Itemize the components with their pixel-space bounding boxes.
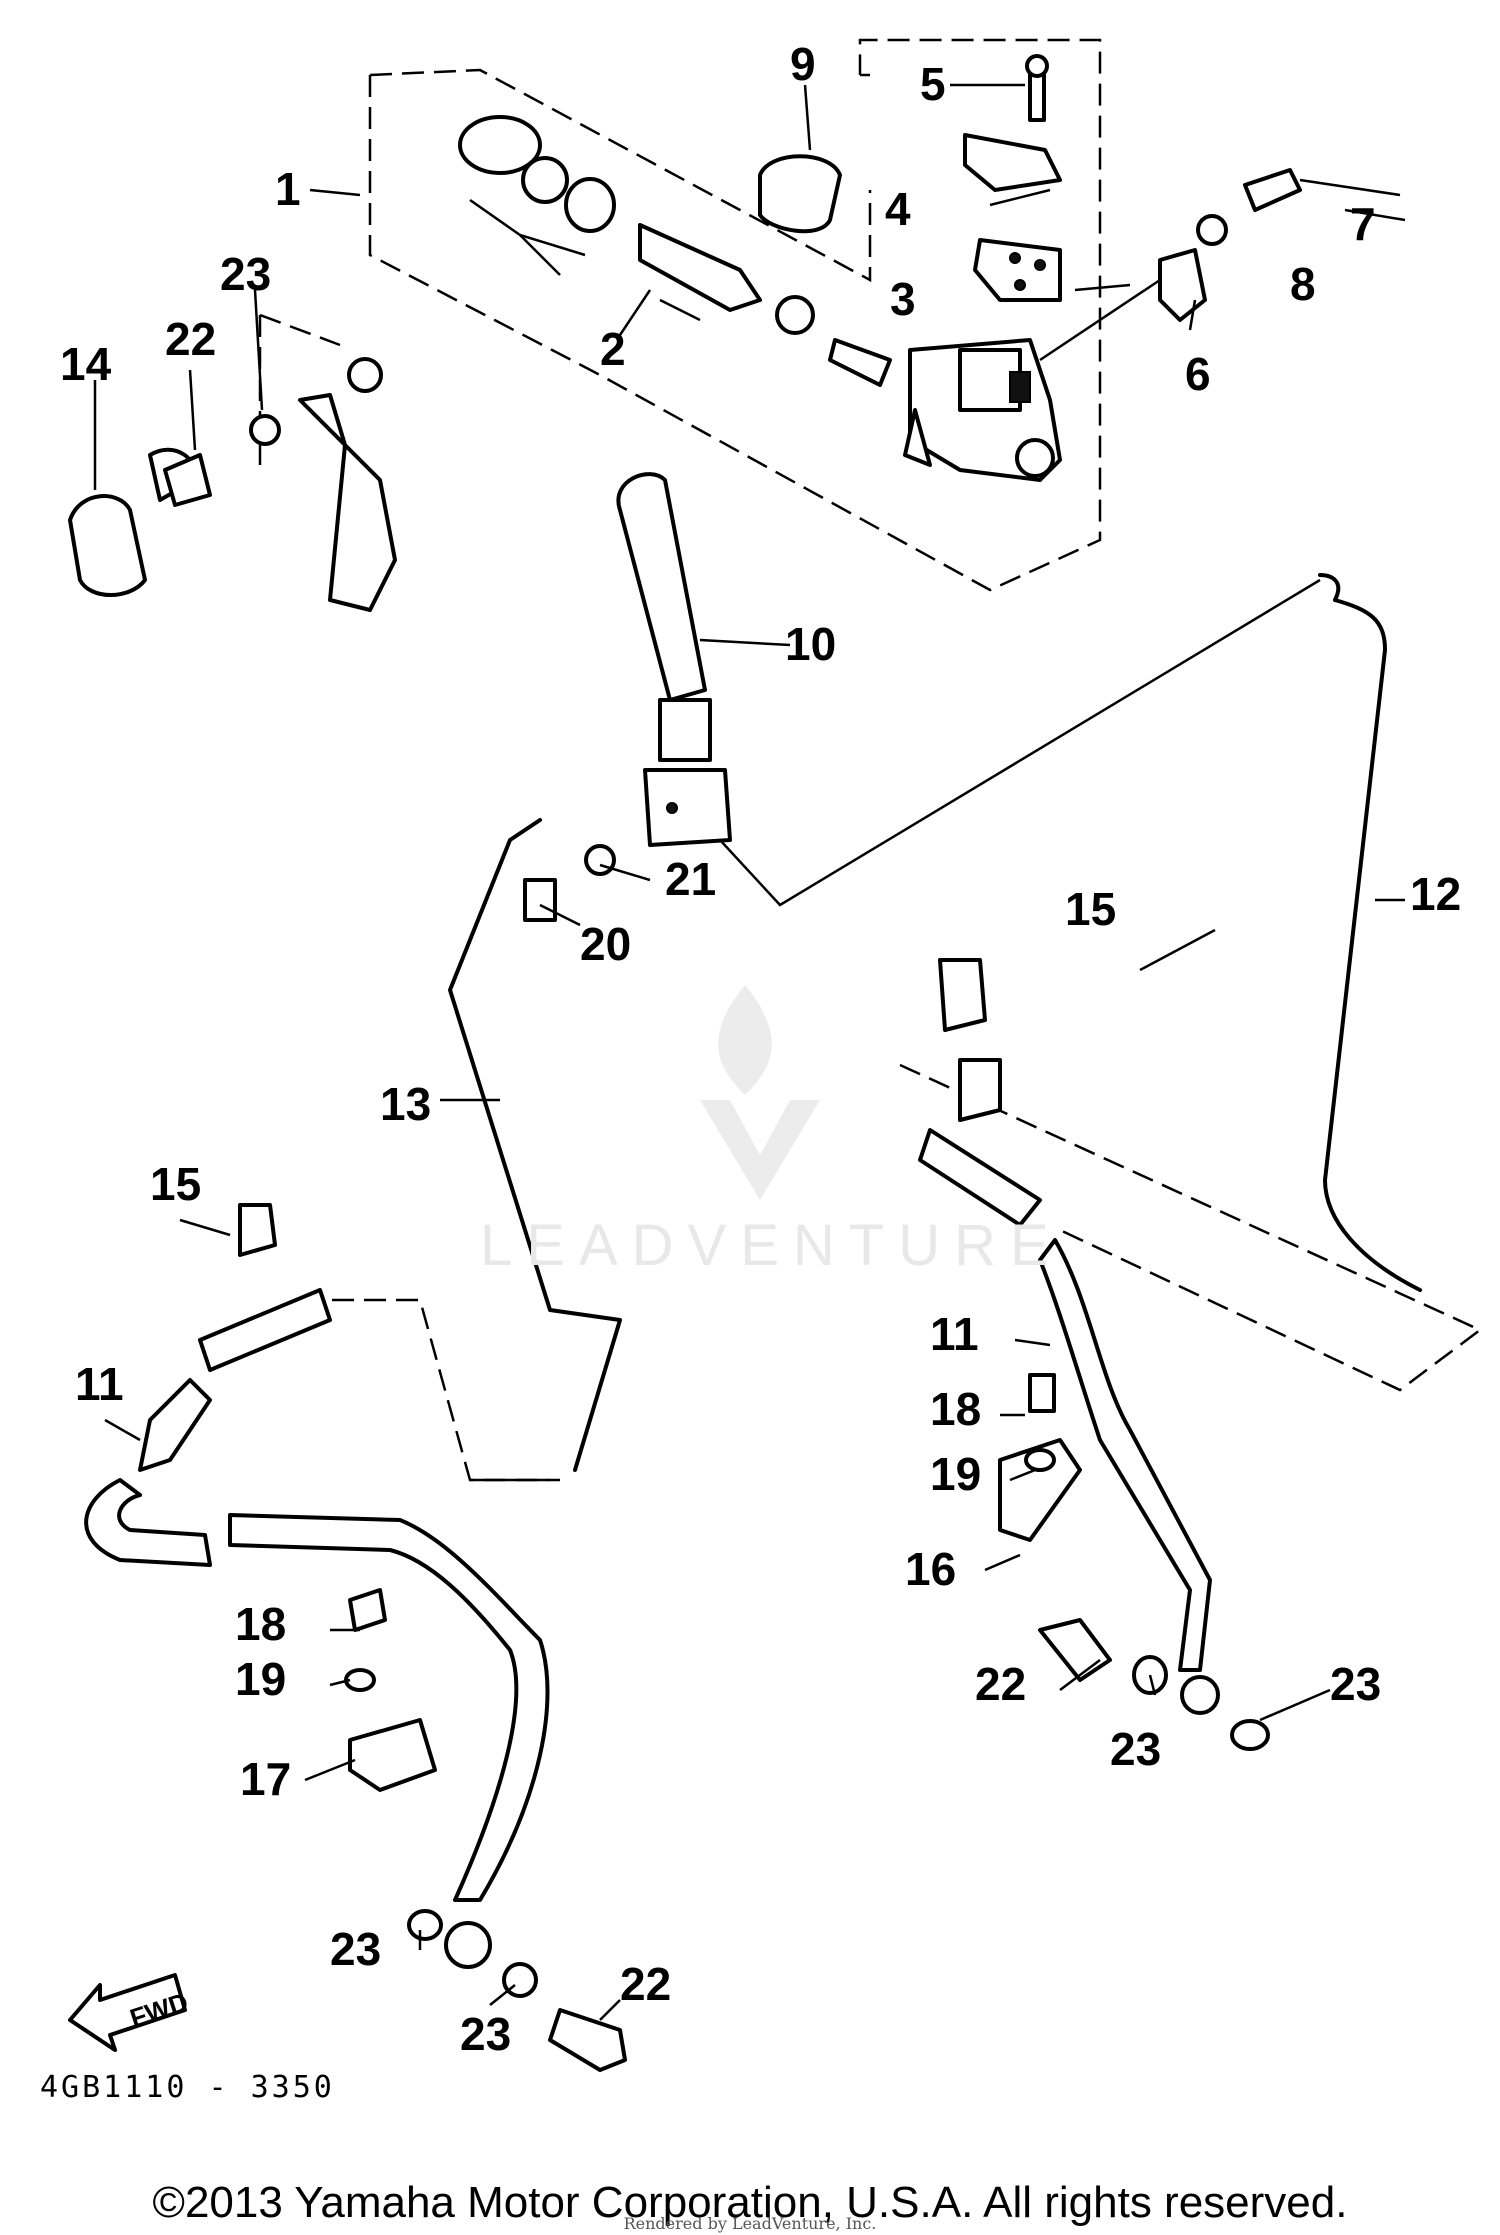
callout-23-right-b: 23 [1110,1723,1161,1775]
callout-16: 16 [905,1543,956,1595]
hose-right-11 [918,1058,1270,1751]
brake-line-13 [448,818,622,1482]
callout-13: 13 [380,1078,431,1130]
callout-15-left: 15 [150,1158,201,1210]
callout-23-left-b: 23 [460,2008,511,2060]
callout-11-left: 11 [75,1358,124,1410]
callout-14: 14 [60,338,112,390]
brake-line-12 [719,573,1422,1292]
watermark-text: LEADVENTURE [480,1213,1063,1278]
callout-22-right: 22 [975,1658,1026,1710]
callout-23-top: 23 [220,248,271,300]
callout-4: 4 [885,183,911,235]
banjo-bolt-22-washers-23-top [163,357,397,612]
clamp-6-bolt-7-washer-8 [1039,168,1302,362]
callout-5: 5 [920,58,946,110]
callout-23-left-a: 23 [330,1923,381,1975]
fwd-arrow-icon: FWD [68,1973,192,2052]
reservoir-cap-parts [963,54,1062,302]
callout-20: 20 [580,918,631,970]
callout-2: 2 [600,323,626,375]
callout-19-left: 19 [235,1653,286,1705]
piston-kit [458,115,892,387]
callout-21: 21 [665,853,716,905]
callout-10: 10 [785,618,836,670]
callout-18-left: 18 [235,1598,286,1650]
drawing-code: 4GB1110 - 3350 [40,2070,335,2105]
callout-9: 9 [790,38,816,90]
callout-18-right: 18 [930,1383,981,1435]
callout-22-bottom: 22 [620,1958,671,2010]
watermark-logo [700,985,820,1200]
callout-19-right: 19 [930,1448,981,1500]
hose-top-10 [616,472,732,847]
callout-23-right-a: 23 [1330,1658,1381,1710]
callout-6: 6 [1185,348,1211,400]
callout-11-right: 11 [930,1308,979,1360]
callout-8: 8 [1290,258,1316,310]
copyright-notice: ©2013 Yamaha Motor Corporation, U.S.A. A… [152,2178,1348,2227]
master-cylinder [903,338,1062,482]
callout-labels: 1 2 3 4 5 6 7 8 9 10 11 11 12 13 14 15 1… [60,38,1461,2060]
hose-left-11 [84,958,987,2072]
leader-lines [93,83,1406,2021]
boot-cap-9 [758,154,842,234]
callout-17: 17 [240,1753,291,1805]
callout-3: 3 [890,273,916,325]
callout-15-right: 15 [1065,883,1116,935]
callout-12: 12 [1410,868,1461,920]
union-20-21 [523,844,616,922]
callout-7: 7 [1350,198,1376,250]
rendered-by-notice: Rendered by LeadVenture, Inc. [623,2214,877,2233]
callout-22-top: 22 [165,313,216,365]
callout-1: 1 [275,163,301,215]
